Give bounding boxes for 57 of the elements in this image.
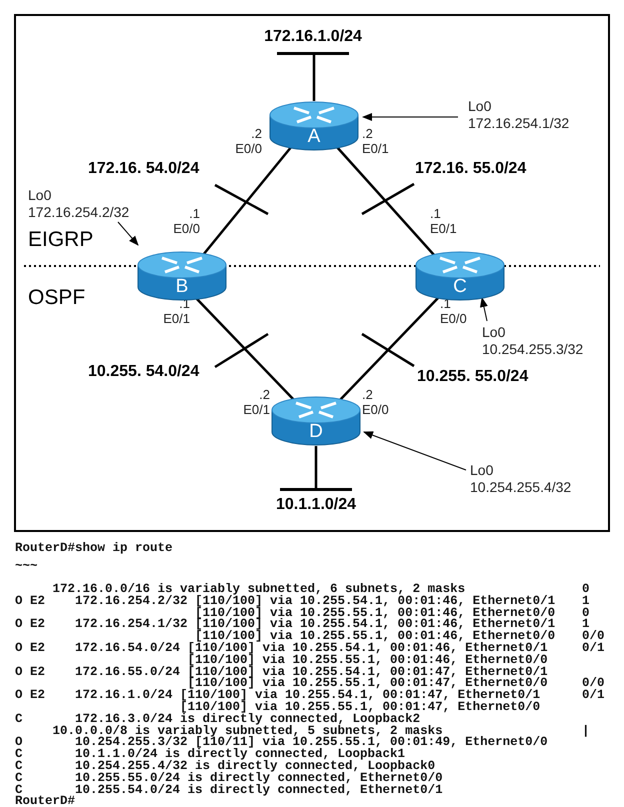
console-fragment: 1 — [582, 618, 590, 630]
console-line: [110/100] via 10.255.55.1, 00:01:46, Ethernet0/0 — [195, 630, 556, 642]
console-fragment: 0 — [582, 606, 590, 619]
interface-label: .1 E0/0 — [172, 206, 200, 236]
link-line — [339, 297, 439, 401]
console-line: O E2 172.16.254.2/32 [110/100] via 10.255.54.1, 00:01:46, Ethernet0/1 — [15, 594, 556, 607]
console-line: [110/100] via 10.255.55.1, 00:01:46, Ethernet0/0 — [186, 654, 548, 666]
loopback-label: Lo0 10.254.255.4/32 — [470, 462, 582, 496]
router-label: C — [452, 277, 468, 297]
console-line: [110/100] via 10.255.55.1, 00:01:47, Ethernet0/0 — [179, 701, 540, 713]
link-line — [195, 297, 295, 401]
console-fragment: 0 — [582, 583, 590, 595]
arrow — [480, 297, 488, 322]
interface-label: .2 E0/1 — [362, 126, 390, 156]
console-line: C 10.254.255.4/32 is directly connected, Loopback0 — [15, 760, 436, 772]
link-line — [314, 446, 318, 488]
router-label: B — [174, 277, 190, 297]
console-fragment: 1 — [582, 594, 590, 607]
console-line: C 10.255.54.0/24 is directly connected, Ethernet0/1 — [15, 784, 443, 796]
routing-domain-label: EIGRP — [28, 228, 94, 252]
routing-domain-label: OSPF — [28, 286, 86, 310]
console-line: O 10.254.255.3/32 [110/11] via 10.255.55.1, 00:01:49, Ethernet0/0 — [15, 736, 548, 748]
loopback-label: Lo0 172.16.254.1/32 — [468, 98, 580, 132]
interface-label: .2 E0/0 — [234, 126, 262, 156]
console-line: RouterD#show ip route — [15, 542, 173, 554]
console-line: C 10.255.55.0/24 is directly connected, Ethernet0/0 — [15, 772, 443, 784]
console-line: O E2 172.16.1.0/24 [110/100] via 10.255.54.1, 00:01:47, Ethernet0/1 — [15, 689, 540, 702]
loopback-label: Lo0 10.254.255.3/32 — [482, 324, 594, 358]
console-fragment: 0/0 — [582, 630, 605, 642]
console-line: RouterD# — [15, 795, 76, 807]
console-line: [110/100] via 10.255.55.1, 00:01:47, Ethernet0/0 — [188, 677, 548, 690]
console-fragment: 0/1 — [582, 642, 605, 654]
interface-label: .1 E0/1 — [430, 206, 458, 236]
console-line: 10.0.0.0/8 is variably subnetted, 5 subnets, 2 masks — [52, 724, 443, 737]
router-label: A — [306, 127, 322, 147]
console-line: ~~~ — [15, 560, 38, 572]
console-fragment: | — [582, 724, 590, 737]
console-fragment: 0/1 — [582, 689, 605, 702]
console-line: O E2 172.16.54.0/24 [110/100] via 10.255.54.1, 00:01:46, Ethernet0/1 — [15, 642, 548, 654]
router-label: D — [308, 422, 324, 442]
arrow — [363, 431, 466, 470]
link-line — [312, 52, 316, 101]
arrow — [118, 222, 139, 246]
interface-label: .2 E0/0 — [362, 387, 390, 417]
console-fragment: 0/0 — [582, 677, 605, 690]
console-line: [110/100] via 10.255.55.1, 00:01:46, Ethernet0/0 — [194, 606, 556, 619]
interface-label: .2 E0/1 — [242, 387, 270, 417]
console-line: C 10.1.1.0/24 is directly connected, Loopback1 — [15, 748, 406, 760]
network-label: 10.1.1.0/24 — [274, 496, 358, 514]
console-line: O E2 172.16.254.1/32 [110/100] via 10.255.54.1, 00:01:46, Ethernet0/1 — [15, 618, 556, 630]
interface-label: .1 E0/0 — [440, 296, 468, 326]
loopback-label: Lo0 172.16.254.2/32 — [28, 187, 140, 221]
arrow — [362, 113, 458, 121]
console-line: 172.16.0.0/16 is variably subnetted, 6 subnets, 2 masks — [52, 583, 466, 595]
console-line: C 172.16.3.0/24 is directly connected, Loopback2 — [15, 712, 420, 725]
network-label: 172.16.1.0/24 — [263, 28, 363, 46]
console-line: O E2 172.16.55.0/24 [110/100] via 10.255.54.1, 00:01:47, Ethernet0/1 — [15, 666, 548, 678]
